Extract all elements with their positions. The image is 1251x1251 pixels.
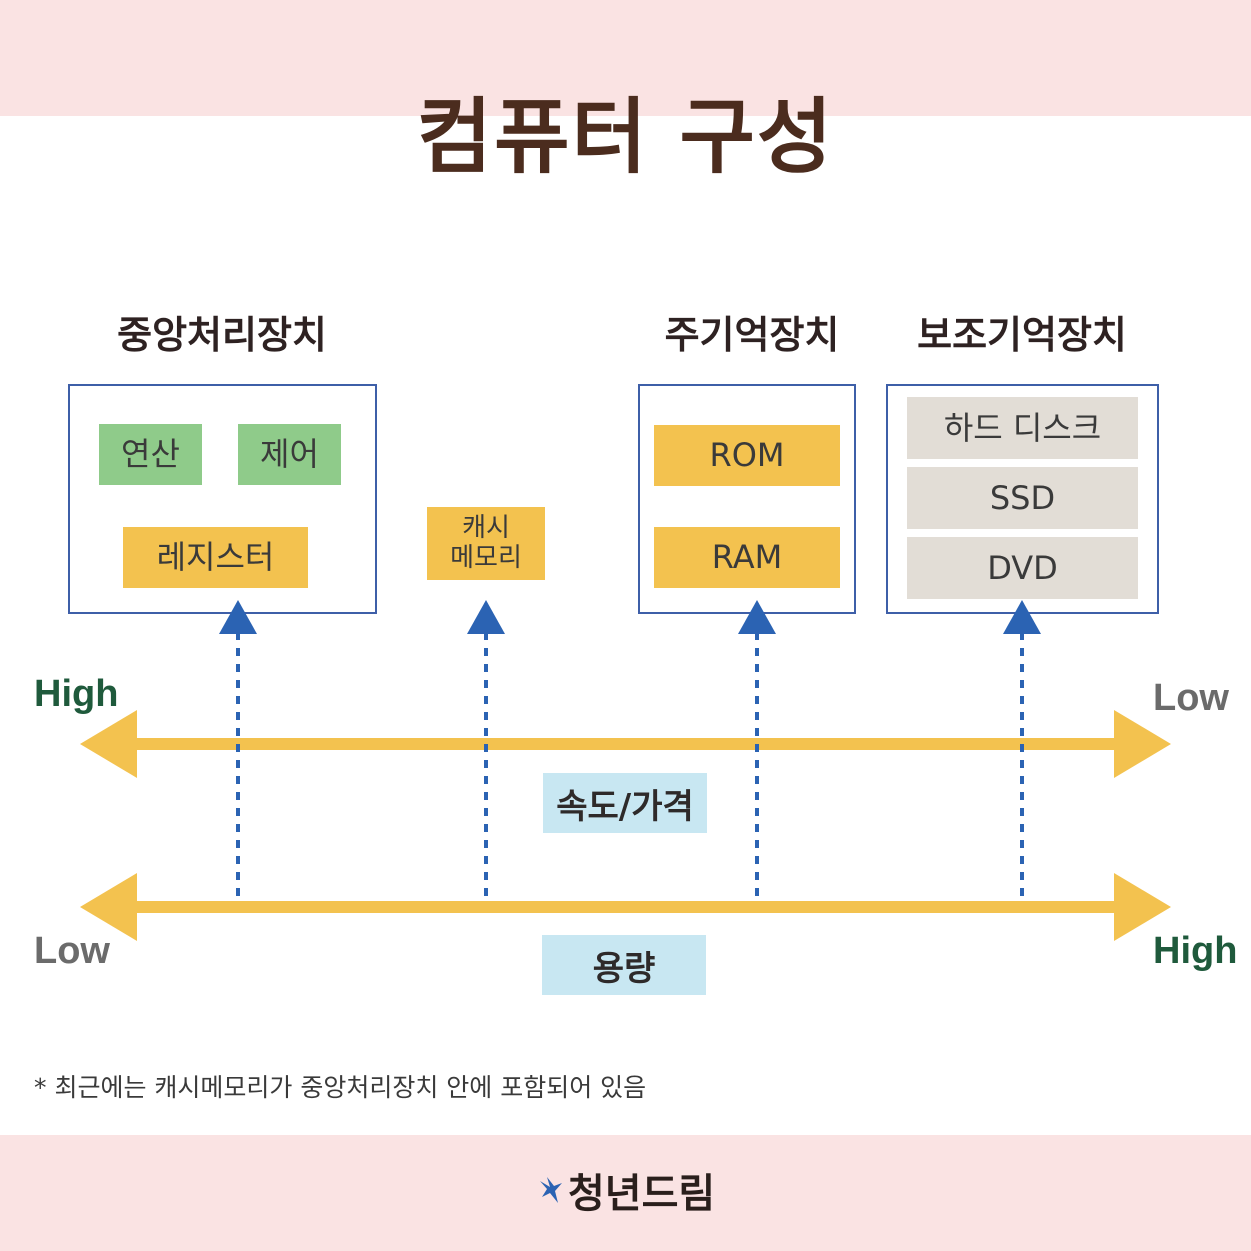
cpu-pointer [219,600,257,900]
arithmetic-chip: 연산 [99,424,202,485]
bird-icon [540,1177,562,1203]
dvd-chip: DVD [907,537,1138,599]
capacity-arrow [80,873,1171,941]
control-chip: 제어 [238,424,341,485]
cache-memory-chip: 캐시 메모리 [427,507,545,580]
cpu-title: 중앙처리장치 [117,313,327,357]
speed-price-tag: 속도/가격 [543,773,707,833]
speed-price-arrow [80,710,1171,778]
bottom-band [0,1135,1251,1251]
main-memory-title: 주기억장치 [664,313,840,357]
speed-low-label: Low [1153,677,1229,719]
secondary-storage-title: 보조기억장치 [917,313,1127,357]
cache-label-line1: 캐시 [462,512,510,543]
capacity-low-label: Low [34,930,110,972]
ram-chip: RAM [654,527,840,588]
main-memory-pointer [738,600,776,900]
hard-disk-chip: 하드 디스크 [907,397,1138,459]
register-chip: 레지스터 [123,527,308,588]
page-title: 컴퓨터 구성 [416,90,835,185]
footnote: * 최근에는 캐시메모리가 중앙처리장치 안에 포함되어 있음 [34,1073,647,1102]
rom-chip: ROM [654,425,840,486]
secondary-storage-pointer [1003,600,1041,900]
top-band [0,0,1251,116]
capacity-tag: 용량 [542,935,706,995]
logo: 청년드림 [538,1160,715,1220]
cache-pointer [467,600,505,900]
cache-label-line2: 메모리 [450,542,522,573]
capacity-high-label: High [1153,930,1238,972]
ssd-chip: SSD [907,467,1138,529]
logo-text: 청년드림 [568,1171,716,1217]
speed-high-label: High [34,673,119,715]
